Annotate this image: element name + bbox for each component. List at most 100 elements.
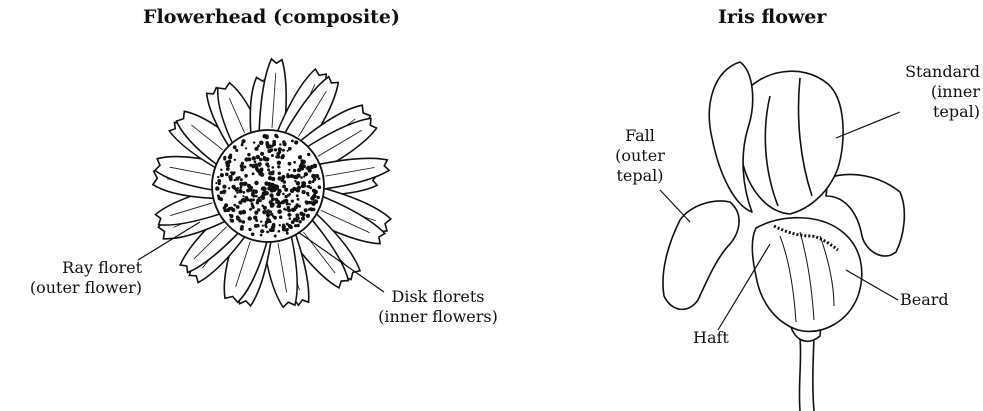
disk-floret-dot xyxy=(226,167,230,171)
disk-floret-dot xyxy=(285,229,288,232)
disk-floret-dot xyxy=(254,190,258,194)
disk-floret-dot xyxy=(242,195,244,197)
disk-floret-dot xyxy=(260,229,264,233)
disk-floret-dot xyxy=(300,167,304,171)
disk-floret-dot xyxy=(222,190,226,194)
disk-floret-dot xyxy=(272,215,275,218)
disk-floret-dot xyxy=(294,224,297,227)
disk-florets-label: Disk florets (inner flowers) xyxy=(368,287,508,327)
disk-floret-dot xyxy=(264,224,267,227)
disk-floret-dot xyxy=(244,174,248,178)
disk-floret-dot xyxy=(231,172,235,176)
disk-floret-dot xyxy=(317,196,320,199)
disk-floret-dot xyxy=(266,213,270,217)
disk-floret-dot xyxy=(262,187,266,191)
disk-floret-dot xyxy=(225,173,229,177)
disk-floret-dot xyxy=(233,204,236,207)
disk-floret-dot xyxy=(260,152,264,156)
iris-front-fall xyxy=(752,218,862,332)
disk-floret-dot xyxy=(300,176,303,179)
disk-floret-dot xyxy=(277,205,280,208)
disk-floret-dot xyxy=(291,200,294,203)
disk-floret-dot xyxy=(298,220,301,223)
disk-floret-dot xyxy=(269,210,272,213)
disk-floret-dot xyxy=(248,216,252,220)
iris-left-standard xyxy=(709,62,752,212)
disk-floret-dot xyxy=(287,213,291,217)
composite-flowerhead-drawing xyxy=(152,58,393,308)
disk-floret-dot xyxy=(267,168,270,171)
ray-floret-label-line2: (outer flower) xyxy=(12,278,142,298)
disk-floret-dot xyxy=(278,147,282,151)
disk-floret-dot xyxy=(280,155,284,159)
disk-floret-dot xyxy=(296,186,300,190)
disk-floret-dot xyxy=(287,208,291,212)
disk-floret-dot xyxy=(215,186,219,190)
disk-floret-dot xyxy=(256,199,259,202)
disk-floret-dot xyxy=(302,160,306,164)
disk-floret-dot xyxy=(235,177,239,181)
beard-label: Beard xyxy=(900,290,949,310)
disk-floret-dot xyxy=(271,197,275,201)
disk-floret-dot xyxy=(259,141,264,146)
disk-floret-dot xyxy=(315,175,318,178)
disk-floret-dot xyxy=(247,153,250,156)
disk-floret-dot xyxy=(238,189,242,193)
disk-floret-dot xyxy=(302,190,306,194)
disk-floret-dot xyxy=(305,201,309,205)
disk-floret-dot xyxy=(222,185,226,189)
disk-floret-dot xyxy=(289,226,293,230)
disk-floret-dot xyxy=(218,182,221,185)
disk-floret-dot xyxy=(293,161,296,164)
disk-floret-dot xyxy=(282,140,286,144)
disk-floret-dot xyxy=(270,149,273,152)
disk-floret-dot xyxy=(309,187,312,190)
disk-floret-dot xyxy=(252,206,255,209)
disk-floret-dot xyxy=(306,185,309,188)
disk-floret-dot xyxy=(224,203,228,207)
ray-floret-label: Ray floret (outer flower) xyxy=(12,258,142,298)
disk-floret-dot xyxy=(228,207,231,210)
disk-floret-dot xyxy=(289,203,291,205)
disk-floret-dot xyxy=(240,225,244,229)
disk-floret-dot xyxy=(269,228,273,232)
ray-floret-label-line1: Ray floret xyxy=(12,258,142,278)
disk-floret-dot xyxy=(272,223,276,227)
disk-floret-dot xyxy=(304,172,308,176)
disk-floret-dot xyxy=(254,160,257,163)
disk-floret-dot xyxy=(240,185,243,188)
disk-floret-dot xyxy=(256,155,260,159)
disk-floret-dot xyxy=(254,147,258,151)
flowerhead-title: Flowerhead (composite) xyxy=(143,6,400,28)
disk-floret-dot xyxy=(266,142,270,146)
disk-floret-dot xyxy=(312,180,315,183)
disk-floret-dot xyxy=(271,145,274,148)
disk-floret-dot xyxy=(229,218,231,220)
disk-floret-dot xyxy=(267,210,270,213)
disk-floret-dot xyxy=(266,231,269,234)
disk-floret-dot xyxy=(290,189,294,193)
iris-flower-drawing xyxy=(663,62,904,411)
disk-floret-dot xyxy=(318,177,321,180)
disk-floret-dot xyxy=(257,169,262,174)
disk-floret-dot xyxy=(282,193,285,196)
disk-floret-dot xyxy=(234,195,237,198)
disk-floret-dot xyxy=(256,224,260,228)
standard-label-line3: tepal) xyxy=(870,102,980,122)
disk-floret-dot xyxy=(306,214,310,218)
disk-floret-dot xyxy=(311,201,316,206)
disk-floret-dot xyxy=(277,200,280,203)
disk-floret-dot xyxy=(258,165,260,167)
disk-floret-dot xyxy=(253,141,255,143)
disk-floret-dot xyxy=(265,191,269,195)
disk-floret-dot xyxy=(252,172,255,175)
disk-floret-dot xyxy=(275,136,277,138)
disk-floret-dot xyxy=(278,166,281,169)
iris-left-fall xyxy=(663,201,739,309)
disk-floret-dot xyxy=(241,211,244,214)
disk-floret-dot xyxy=(301,217,305,221)
disk-floret-dot xyxy=(290,174,294,178)
disk-floret-dot xyxy=(267,219,271,223)
disk-floret-dot xyxy=(228,175,232,179)
